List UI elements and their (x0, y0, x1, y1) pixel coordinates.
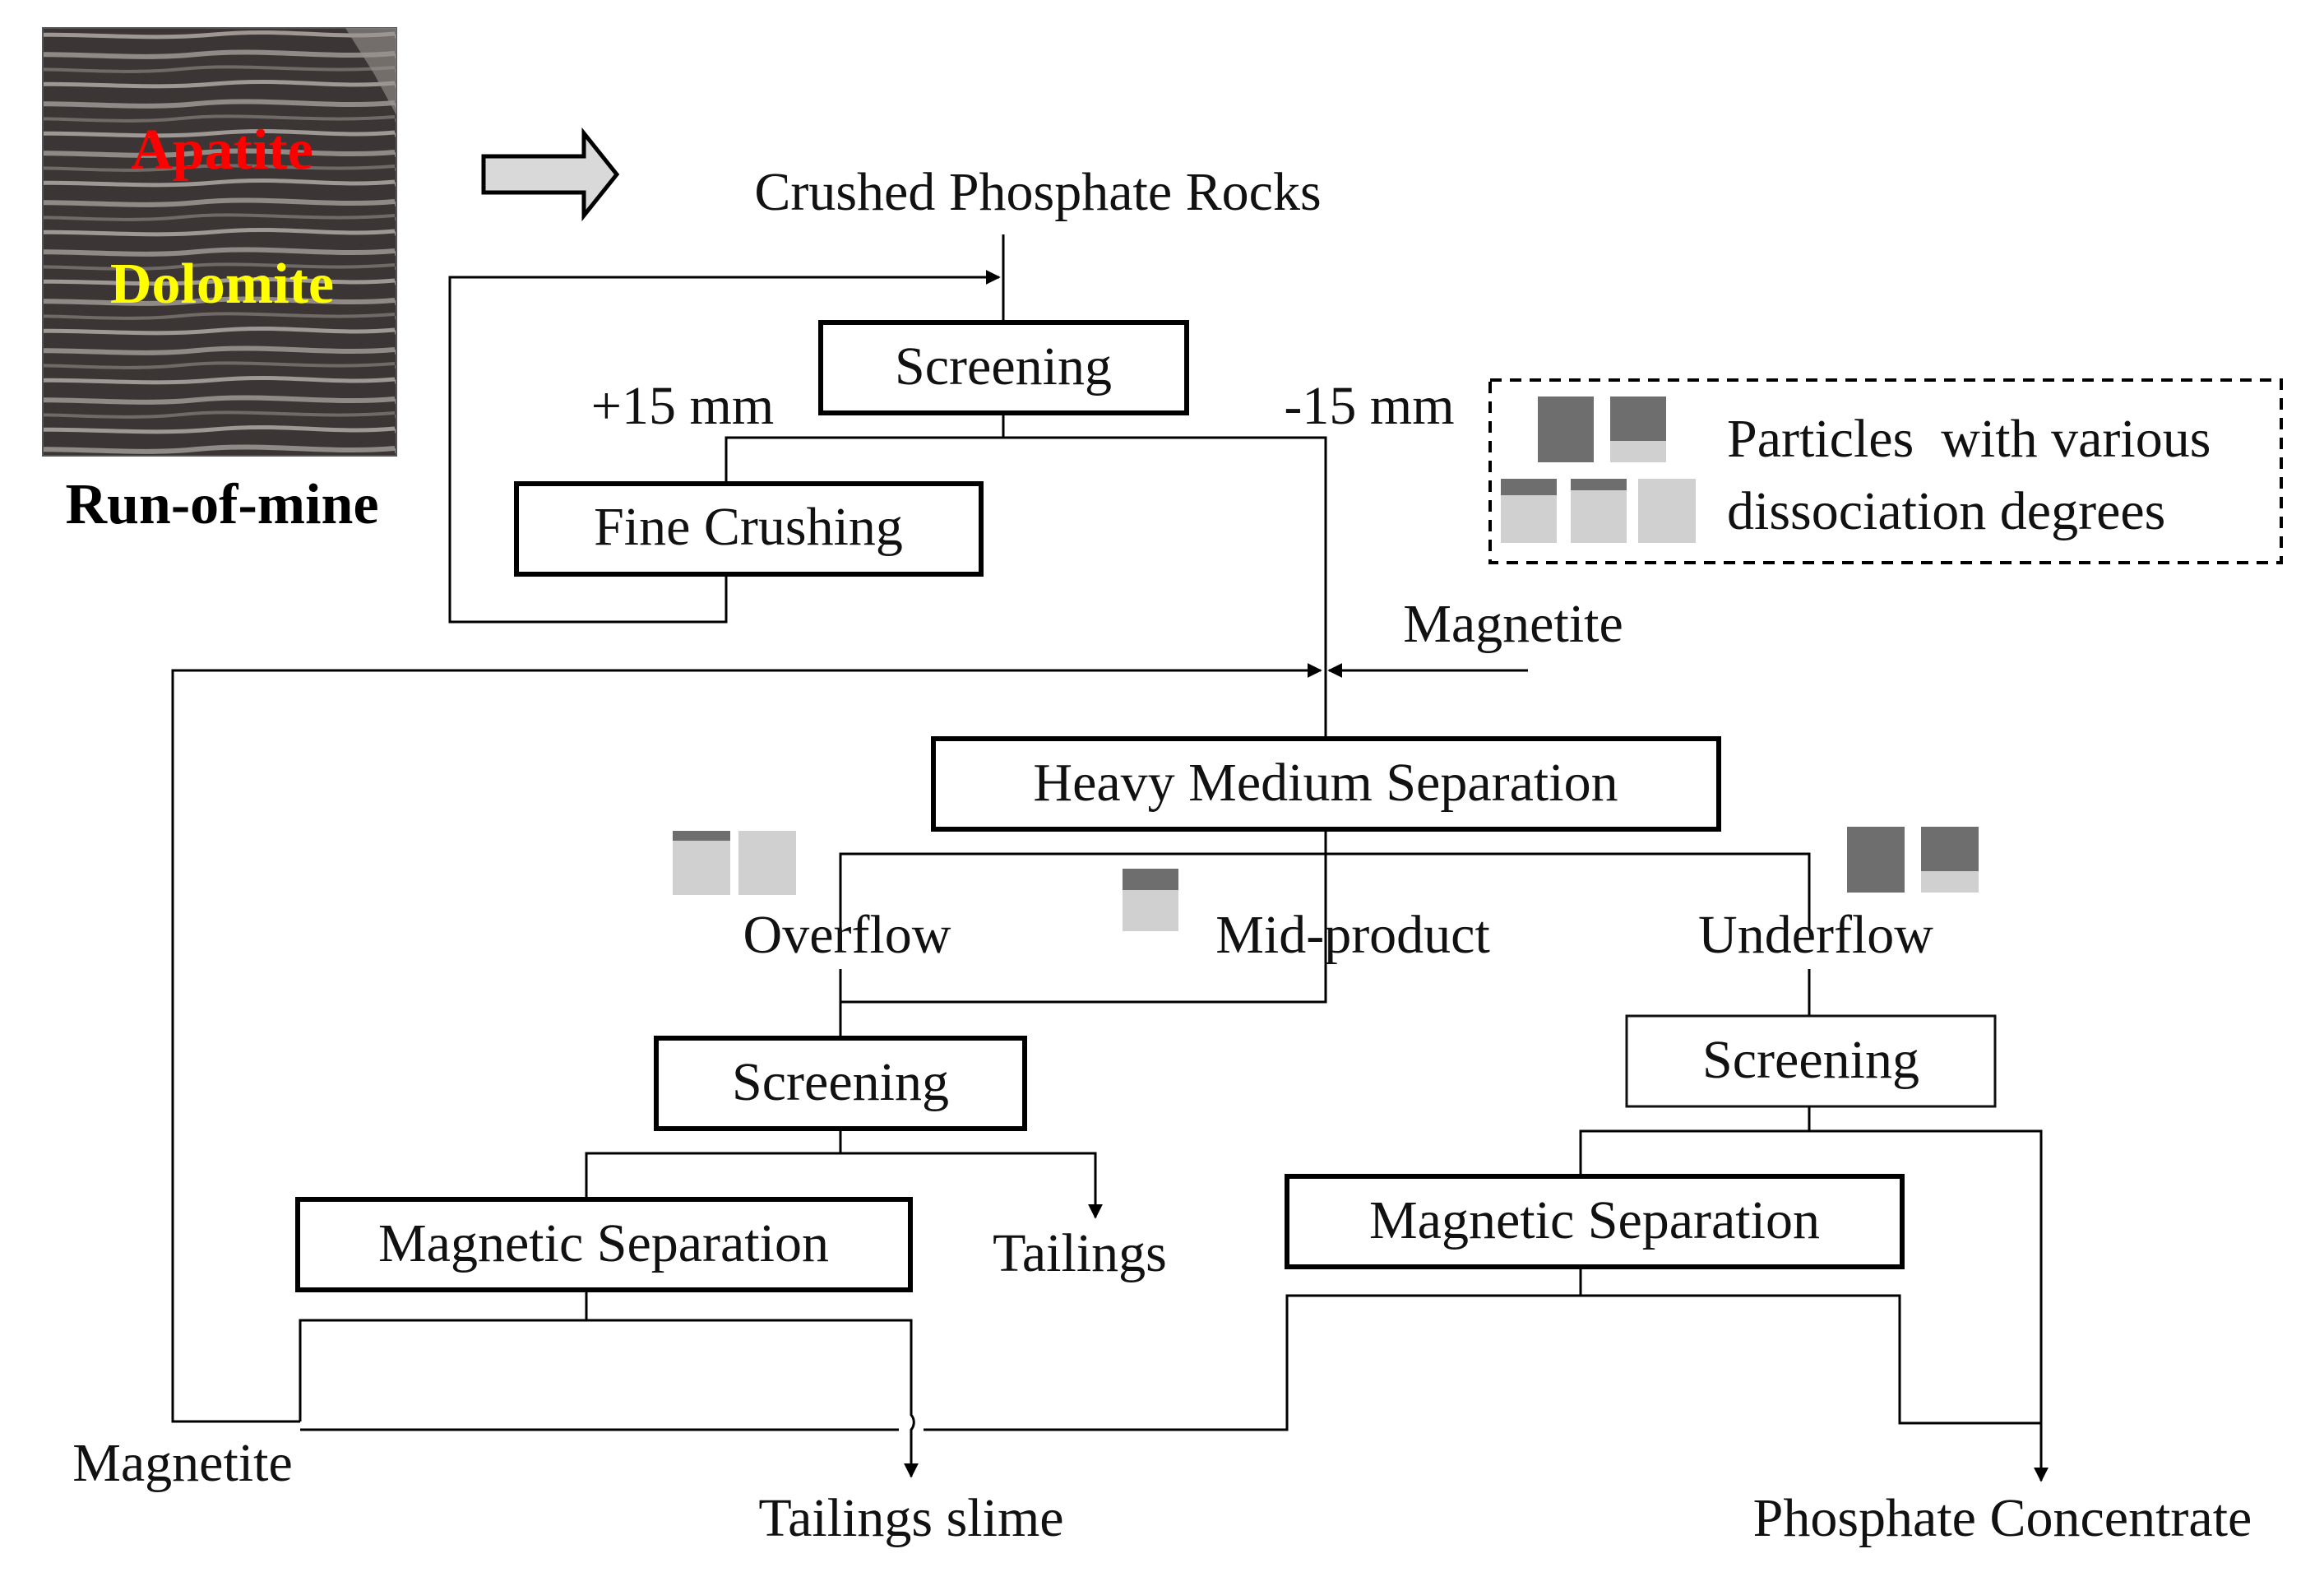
screening-1-label: Screening (895, 336, 1112, 396)
overflow-particles-icon (673, 831, 796, 895)
midproduct-particle-icon (1123, 869, 1178, 931)
legend-line-2: dissociation degrees (1727, 481, 2165, 541)
hms-label: Heavy Medium Separation (1033, 753, 1618, 813)
magsep-right-magnetite-line (300, 1294, 1581, 1431)
screening-2-label: Screening (732, 1052, 949, 1112)
screening-3-box (1625, 1014, 1997, 1108)
underflow-particles-icon (1847, 827, 1979, 893)
crushing-loop-line (448, 270, 1001, 624)
fine-crushing-box (514, 481, 984, 577)
overflow-label: Overflow (743, 905, 951, 965)
screening-1-split-line (725, 413, 1327, 739)
magsep-right-split-line (1579, 1267, 2041, 1425)
magnetite-input-label: Magnetite (1403, 594, 1623, 654)
tailings-slime-label: Tailings slime (758, 1488, 1063, 1548)
magsep-right-box (1285, 1174, 1905, 1269)
undersize-label: -15 mm (1284, 376, 1454, 436)
hms-box (931, 736, 1721, 832)
screening-1-box (818, 320, 1189, 415)
midproduct-line (840, 854, 1327, 1004)
magsep-left-box (295, 1197, 913, 1292)
dolomite-label: Dolomite (110, 253, 334, 316)
midproduct-label: Mid-product (1215, 905, 1490, 965)
screening-3-label: Screening (1702, 1030, 1919, 1090)
run-of-mine-caption: Run-of-mine (65, 473, 378, 536)
apatite-label: Apatite (131, 118, 313, 182)
concentrate-label: Phosphate Concentrate (1753, 1488, 2252, 1548)
legend-particles-icon (1501, 396, 1696, 543)
magsep-left-label: Magnetic Separation (378, 1213, 829, 1273)
magsep-left-split-line (299, 1290, 914, 1477)
feed-label: Crushed Phosphate Rocks (754, 162, 1321, 222)
magnetite-return-line (171, 663, 1322, 1423)
process-arrow-icon (481, 127, 620, 222)
legend-line-1: Particles with various (1727, 409, 2211, 469)
oversize-label: +15 mm (591, 376, 774, 436)
screening-2-box (654, 1036, 1027, 1131)
underflow-label: Underflow (1698, 905, 1933, 965)
magnetite-output-label: Magnetite (72, 1433, 293, 1493)
screening-2-split-line (585, 1129, 1095, 1217)
ore-photo (42, 27, 397, 457)
screening-3-split-line (1579, 1106, 2041, 1481)
fine-crushing-label: Fine Crushing (594, 497, 903, 557)
tailings-label: Tailings (993, 1223, 1167, 1283)
magsep-right-label: Magnetic Separation (1369, 1190, 1820, 1250)
